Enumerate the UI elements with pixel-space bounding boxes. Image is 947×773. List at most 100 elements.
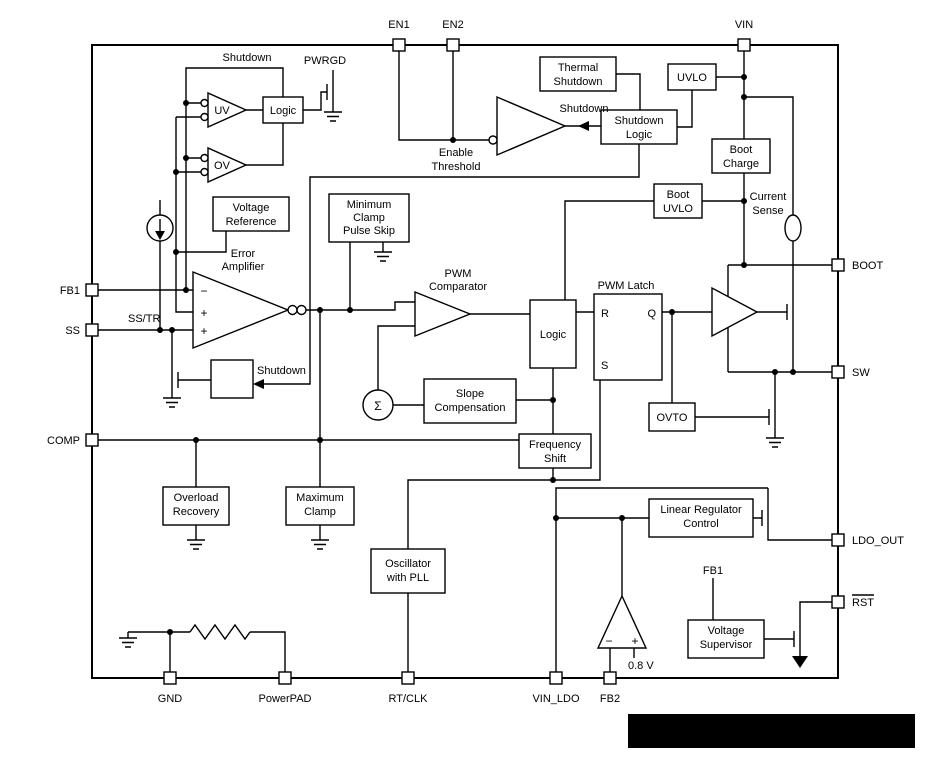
- pin-powerpad-label: PowerPAD: [259, 693, 312, 705]
- ov-input-bubble-icon: [200, 153, 209, 163]
- boot-charge-label: Charge: [723, 158, 759, 170]
- boot-uvlo-label: UVLO: [663, 203, 693, 215]
- oscillator-label: with PLL: [386, 572, 429, 584]
- sigma-label: Σ: [374, 399, 381, 413]
- wire-vinldo-net: [555, 487, 768, 672]
- shutdown-logic-label: Logic: [626, 129, 653, 141]
- wire-bootuvlo-to-logic: [564, 200, 654, 300]
- summing-junction: [362, 389, 394, 421]
- ground-icon: [323, 111, 343, 122]
- frequency-shift-label: Shift: [544, 453, 566, 465]
- pin-boot: [831, 258, 845, 272]
- ovto-block: [648, 402, 696, 432]
- junction-dot: [553, 515, 559, 521]
- pwrgd-label: PWRGD: [304, 55, 346, 67]
- junction-dot: [347, 307, 353, 313]
- logic-top-label: Logic: [270, 105, 297, 117]
- minimum-clamp-label: Pulse Skip: [343, 225, 395, 237]
- wire-ground-stems: [127, 525, 321, 638]
- pin-boot-label: BOOT: [852, 260, 883, 272]
- pin-gnd: [163, 671, 177, 685]
- ea-output-circle-icon: [296, 304, 307, 316]
- pin-ss: [85, 323, 99, 337]
- junction-dot: [741, 94, 747, 100]
- pin-vin: [737, 38, 751, 52]
- wire-boot-net: [702, 173, 832, 296]
- error-amplifier-label: Amplifier: [222, 261, 265, 273]
- pin-vin-label: VIN: [735, 19, 753, 31]
- wire-comp-net: [98, 310, 519, 487]
- boot-charge-label: Boot: [730, 144, 753, 156]
- ovto-label: OVTO: [657, 412, 688, 424]
- lowside-mosfet: [695, 372, 776, 438]
- wire-fb2-net: [609, 648, 635, 672]
- overload-recovery-label: Recovery: [173, 506, 220, 518]
- slope-compensation-label: Slope: [456, 388, 484, 400]
- maximum-clamp-label: Maximum: [296, 492, 344, 504]
- junction-dot: [173, 169, 179, 175]
- maximum-clamp-label: Clamp: [304, 506, 336, 518]
- ea-minus-sign: −: [200, 284, 207, 298]
- enable-threshold-label: Threshold: [432, 161, 481, 173]
- ground-icon: [118, 637, 138, 648]
- boot-uvlo-block: [653, 183, 703, 219]
- uv-comparator: [207, 91, 248, 129]
- logic-mid-label: Logic: [540, 329, 567, 341]
- pin-rtclk: [401, 671, 415, 685]
- chip-outline: [91, 44, 839, 679]
- ea-plus-sign: +: [200, 306, 207, 320]
- junction-dot: [183, 287, 189, 293]
- minimum-clamp-block: [328, 193, 410, 243]
- frequency-shift-block: [518, 433, 592, 469]
- voltage-reference-label: Reference: [226, 216, 277, 228]
- redaction-bar: [628, 714, 915, 748]
- thermal-shutdown-label: Thermal: [558, 62, 598, 74]
- pin-rst-label: RST: [852, 597, 874, 609]
- shutdown-arrowhead-icon: [578, 121, 589, 131]
- junction-dot: [550, 397, 556, 403]
- rst-mosfet: [764, 601, 832, 656]
- pin-sw: [831, 365, 845, 379]
- softstart-shutdown-mosfet: [171, 330, 211, 398]
- voltage-supervisor-label: Voltage: [708, 625, 745, 637]
- pin-ldo-out-label: LDO_OUT: [852, 535, 904, 547]
- pin-fb2-label: FB2: [600, 693, 620, 705]
- pwm-comparator-label: Comparator: [429, 281, 487, 293]
- boot-charge-block: [711, 138, 771, 174]
- fb1-internal-label: FB1: [703, 565, 723, 577]
- uv-label: UV: [214, 105, 230, 117]
- minimum-clamp-label: Minimum: [347, 199, 392, 211]
- pin-comp-label: COMP: [47, 435, 80, 447]
- junction-dot: [157, 327, 163, 333]
- current-sense-label: Sense: [752, 205, 783, 217]
- oscillator-block: [370, 548, 446, 594]
- shutdown-small-label: Shutdown: [257, 365, 306, 377]
- wire-shutdown-distribution: [256, 144, 640, 385]
- slope-compensation-label: Compensation: [435, 402, 506, 414]
- ground-icon: [162, 397, 182, 408]
- wire-vref-net: [175, 116, 227, 313]
- shutdown-signal-label: Shutdown: [560, 103, 609, 115]
- ground-icon: [186, 539, 206, 550]
- maximum-clamp-block: [285, 486, 355, 526]
- pin-en1: [392, 38, 406, 52]
- junction-dot: [183, 100, 189, 106]
- rst-down-arrow-icon: [792, 656, 808, 668]
- fb2-minus-sign: −: [605, 634, 612, 648]
- junction-dot: [169, 327, 175, 333]
- ov-label: OV: [214, 160, 231, 172]
- pin-comp: [85, 433, 99, 447]
- wire-gnd-powerpad-net: [128, 631, 286, 672]
- shutdown-logic-label: Shutdown: [615, 115, 664, 127]
- ground-icon: [373, 251, 393, 262]
- shutdown-logic-block: [600, 109, 678, 145]
- junction-dot: [167, 629, 173, 635]
- error-amplifier-label: Error: [231, 248, 256, 260]
- pin-sw-label: SW: [852, 367, 870, 379]
- uvlo-label: UVLO: [677, 72, 707, 84]
- junction-dot: [173, 249, 179, 255]
- boot-uvlo-label: Boot: [667, 189, 690, 201]
- voltage-reference-label: Voltage: [233, 202, 270, 214]
- pin-vin-ldo: [549, 671, 563, 685]
